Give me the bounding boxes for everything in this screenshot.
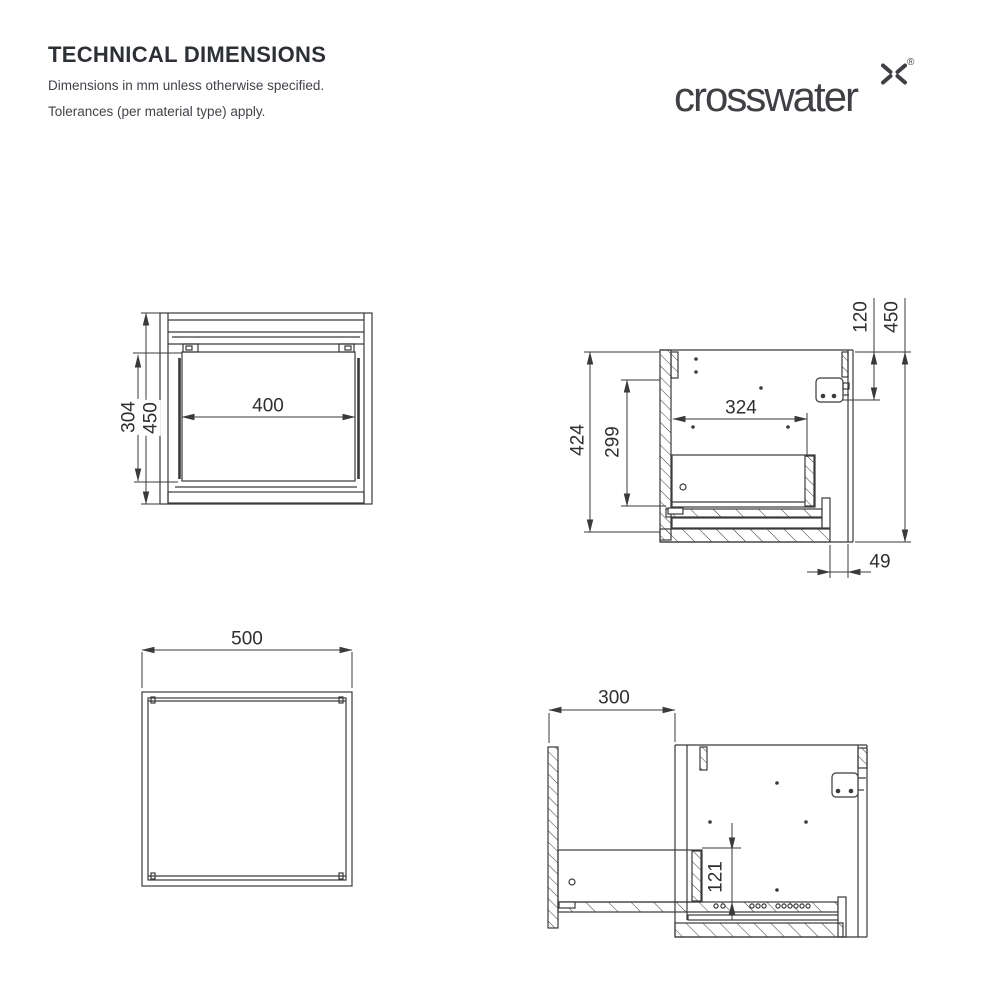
dim-label-drawer-internal-height: 121 bbox=[705, 859, 727, 895]
dim-label-internal-depth: 324 bbox=[723, 397, 759, 419]
dim-label-opening-width: 400 bbox=[250, 395, 286, 417]
dim-label-opening-height: 304 bbox=[118, 399, 140, 435]
side-section-open-cabinet bbox=[547, 744, 868, 938]
side-section-open-dimension-lines bbox=[548, 706, 741, 920]
plan-view-dimension-lines bbox=[141, 646, 353, 688]
dim-label-plinth-recess: 49 bbox=[867, 551, 893, 573]
subtitle-line-1: Dimensions in mm unless otherwise specif… bbox=[48, 78, 325, 93]
dim-label-front-overall-height: 450 bbox=[140, 400, 162, 436]
side-section-dimension-lines bbox=[584, 298, 911, 578]
logo-x-icon bbox=[881, 63, 907, 85]
registered-mark: ® bbox=[907, 57, 915, 68]
side-section-cabinet bbox=[659, 349, 854, 543]
dim-label-bracket-drop: 120 bbox=[850, 299, 872, 335]
plan-view-cabinet bbox=[141, 691, 353, 887]
dim-label-side-overall-height: 450 bbox=[881, 299, 903, 335]
logo-text: crosswater bbox=[674, 73, 859, 120]
front-view-dimension-lines bbox=[133, 312, 356, 505]
dim-label-overall-width: 500 bbox=[229, 628, 265, 650]
subtitle-line-2: Tolerances (per material type) apply. bbox=[48, 104, 266, 119]
dim-label-internal-height: 424 bbox=[567, 422, 589, 458]
dim-label-drawer-zone-height: 299 bbox=[602, 424, 624, 460]
dim-label-drawer-extension: 300 bbox=[596, 687, 632, 709]
page-title: TECHNICAL DIMENSIONS bbox=[48, 42, 327, 67]
